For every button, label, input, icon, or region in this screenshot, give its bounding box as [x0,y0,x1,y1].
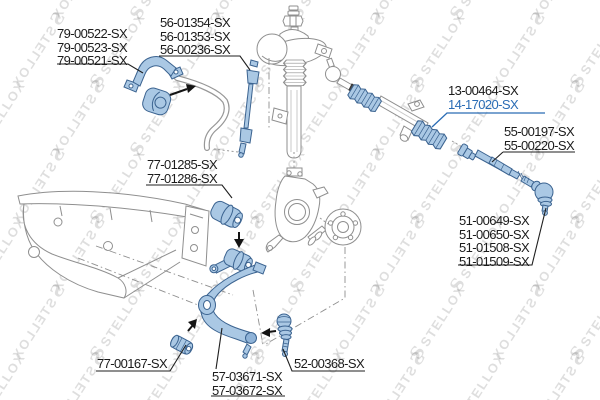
part-number: 79-00523-SX [57,39,128,55]
part-number: 51-00650-SX [459,226,530,242]
rack-bellow-left-part [346,82,383,114]
part-number: 79-00521-SX [57,53,128,68]
part-number: 57-03671-SX [212,369,283,384]
part-number: 51-01508-SX [459,240,530,255]
part-number: 52-00368-SX [294,356,365,371]
strut-drawing [256,5,333,159]
stabilizer-link-part [238,59,260,158]
part-number: 56-01354-SX [160,15,231,30]
part-number: 57-03672-SX [212,382,283,398]
part-number: 55-00220-SX [504,137,575,153]
direction-arrows [169,84,277,337]
ball-joint-part [276,313,293,357]
arm-rear-bushing-upper-part [210,200,243,228]
explode-lines [213,140,463,225]
part-number: 51-00649-SX [459,213,530,228]
part-number: 51-01509-SX [459,253,530,269]
stabilizer-bushing-part [142,87,172,116]
part-number: 79-00522-SX [57,26,128,41]
stabilizer-bracket-part [123,56,184,93]
control-arm-part [198,261,267,359]
sway-bar-drawing [174,75,230,151]
part-number: 55-00197-SX [504,124,575,139]
part-number: 77-00167-SX [97,356,168,371]
subframe-drawing [17,190,210,299]
label-group-ball-joint: 52-00368-SX [294,356,365,371]
label-group-control-arms: 57-03671-SX 57-03672-SX [212,369,283,398]
knuckle-drawing [265,167,329,253]
part-number: 56-01353-SX [160,28,231,44]
front-arm-bushing-part [170,334,194,355]
label-group-arm-rear-bushings: 77-01285-SX 77-01286-SX [147,157,218,186]
part-number-highlighted[interactable]: 14-17020-SX [448,96,519,112]
rack-bellow-right-part [409,118,449,152]
highlighted-leader-line [431,112,545,128]
part-number: 13-00464-SX [448,83,519,98]
inner-tie-rod-part [457,143,526,182]
label-group-stabilizer-bushings: 79-00522-SX 79-00523-SX 79-00521-SX [57,26,128,68]
part-number: 56-00236-SX [160,42,231,57]
hub-drawing [307,208,362,246]
part-number: 77-01285-SX [147,157,218,172]
label-group-inner-tie-rods: 55-00197-SX 55-00220-SX [504,124,575,153]
label-group-front-bushing: 77-00167-SX [97,356,168,371]
label-group-stabilizer-links: 56-01354-SX 56-01353-SX 56-00236-SX [160,15,231,57]
arm-rear-bushing-lower-part [209,248,253,274]
label-group-tie-rod-ends: 51-00649-SX 51-00650-SX 51-01508-SX 51-0… [459,213,530,269]
part-number: 77-01286-SX [147,170,218,186]
steering-rack-drawing [325,57,429,142]
label-leader-lines [57,55,575,397]
label-group-steering-rack: 13-00464-SX 14-17020-SX [448,83,519,112]
tie-rod-end-part [520,175,554,216]
